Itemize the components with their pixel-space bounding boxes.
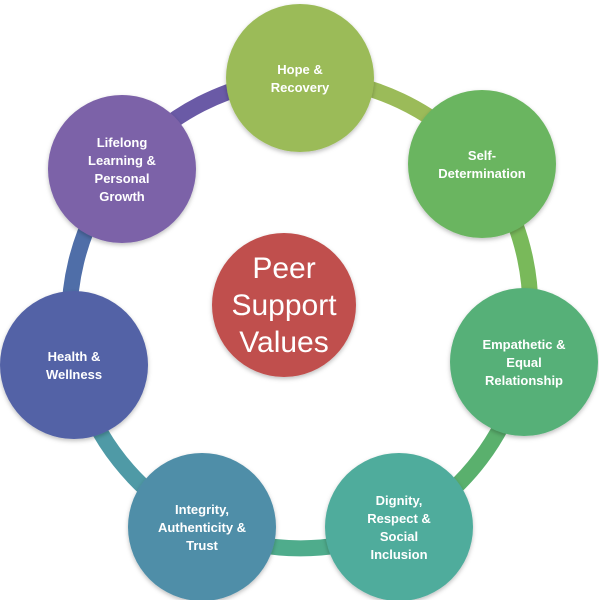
node-label-line: Equal	[506, 355, 541, 370]
node-label-line: Wellness	[46, 367, 102, 382]
node-label-line: Health &	[48, 349, 101, 364]
node-label: Self- Determination	[438, 148, 525, 181]
node-label-line: Self-	[468, 148, 496, 163]
node-label-line: Social	[380, 529, 418, 544]
node-circle	[226, 4, 374, 152]
node-label-line: Lifelong	[97, 135, 148, 150]
node-label: Health & Wellness	[46, 349, 102, 382]
node-circle	[408, 90, 556, 238]
node-circle	[128, 453, 276, 600]
node-label-line: Recovery	[271, 80, 330, 95]
node-integrity-authenticity-trust: Integrity, Authenticity & Trust	[128, 453, 276, 600]
node-label-line: Determination	[438, 166, 525, 181]
node-label-line: Inclusion	[370, 547, 427, 562]
node-label-line: Relationship	[485, 373, 563, 388]
center-title-line: Support	[231, 289, 337, 322]
node-label-line: Integrity,	[175, 502, 229, 517]
node-label: Hope & Recovery	[271, 62, 330, 95]
node-circle	[0, 291, 148, 439]
node-label-line: Growth	[99, 189, 145, 204]
center-title-line: Peer	[252, 252, 315, 285]
node-label-line: Learning &	[88, 153, 156, 168]
node-label-line: Personal	[95, 171, 150, 186]
node-circle	[325, 453, 473, 600]
center-circle	[212, 233, 356, 377]
node-circle	[450, 288, 598, 436]
node-label-line: Dignity,	[376, 493, 423, 508]
node-label: Integrity, Authenticity & Trust	[158, 502, 246, 553]
node-health-wellness: Health & Wellness	[0, 291, 148, 439]
node-label-line: Trust	[186, 538, 218, 553]
node-label-line: Respect &	[367, 511, 431, 526]
node-label-line: Empathetic &	[482, 337, 565, 352]
node-circle	[48, 95, 196, 243]
node-self-determination: Self- Determination	[408, 90, 556, 238]
node-hope-recovery: Hope & Recovery	[226, 4, 374, 152]
center-title-line: Values	[239, 326, 329, 359]
node-label-line: Authenticity &	[158, 520, 246, 535]
node-label-line: Hope &	[277, 62, 323, 77]
